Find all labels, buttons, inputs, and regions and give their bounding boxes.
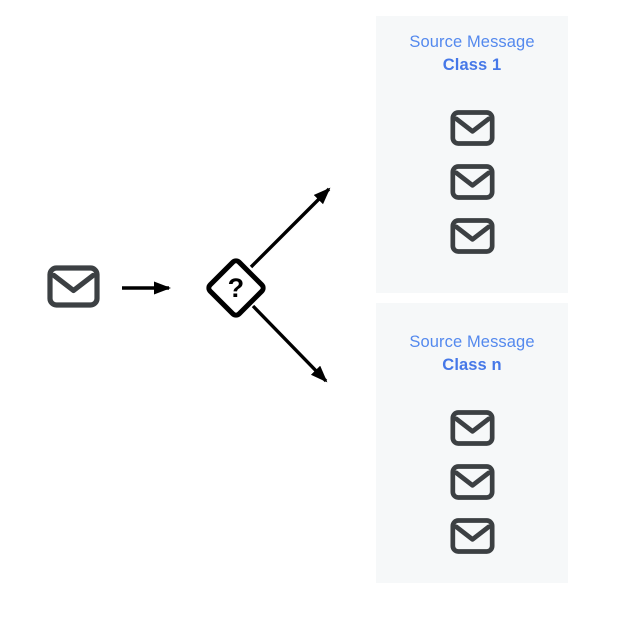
- arrow-to-class-n: [251, 304, 328, 383]
- envelope-icon: [449, 518, 495, 554]
- panel-title: Source Message: [409, 333, 535, 351]
- envelope-stack: [449, 110, 495, 254]
- class-n-panel: Source Message Class n: [376, 303, 568, 583]
- question-mark-diamond: ?: [203, 255, 269, 321]
- envelope-icon: [449, 410, 495, 446]
- question-mark: ?: [227, 272, 245, 303]
- arrow-to-class-1: [249, 187, 331, 269]
- envelope-icon: [47, 265, 100, 308]
- envelope-icon: [449, 464, 495, 500]
- envelope-icon: [449, 110, 495, 146]
- panel-subtitle: Class n: [442, 356, 502, 374]
- envelope-icon: [449, 164, 495, 200]
- class-1-panel: Source Message Class 1: [376, 16, 568, 293]
- envelope-stack: [449, 410, 495, 554]
- envelope-icon: [449, 218, 495, 254]
- panel-subtitle: Class 1: [442, 56, 502, 74]
- panel-title: Source Message: [409, 33, 535, 51]
